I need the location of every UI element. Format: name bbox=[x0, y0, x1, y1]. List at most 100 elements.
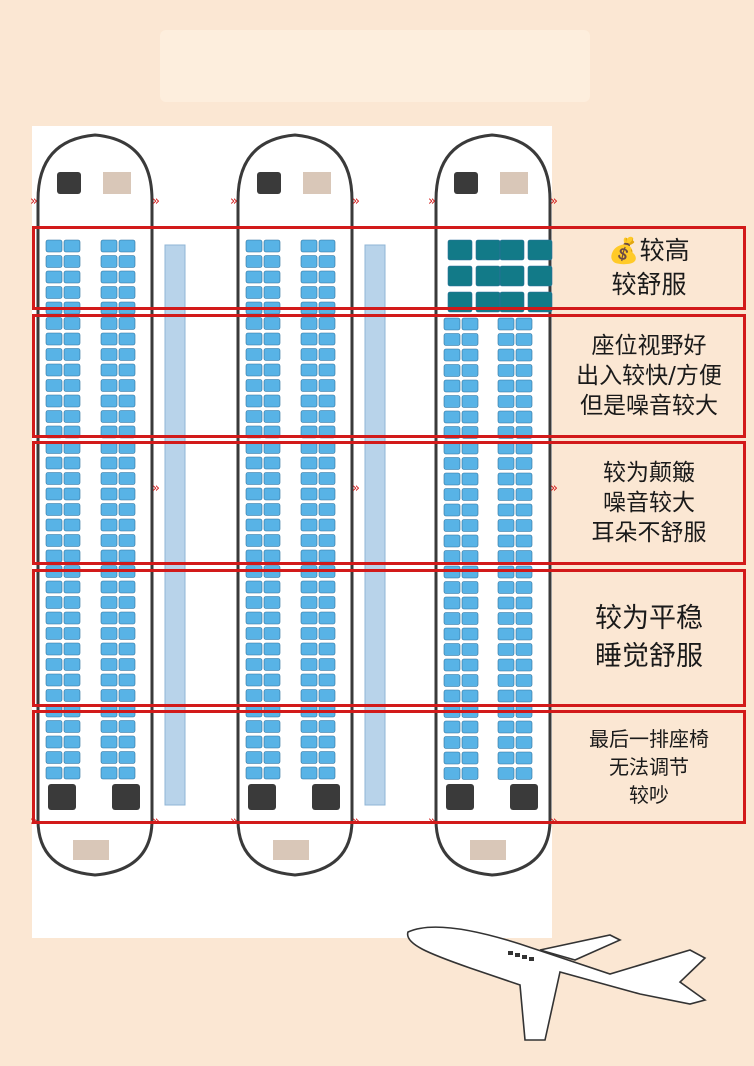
seat bbox=[63, 394, 81, 408]
seat bbox=[45, 658, 63, 671]
zone-box-4 bbox=[32, 569, 746, 707]
seat bbox=[118, 642, 136, 656]
seat bbox=[100, 673, 118, 687]
seat bbox=[300, 689, 318, 702]
seat bbox=[45, 379, 63, 392]
seat bbox=[300, 673, 318, 687]
seat bbox=[245, 611, 263, 625]
seat bbox=[118, 286, 136, 299]
seat bbox=[300, 503, 318, 516]
seat bbox=[63, 286, 81, 299]
seat bbox=[447, 239, 473, 261]
seat bbox=[100, 611, 118, 625]
seat bbox=[263, 518, 281, 532]
exit-marker-icon: » bbox=[352, 194, 360, 209]
seat bbox=[63, 766, 81, 780]
seat bbox=[497, 767, 515, 780]
seat bbox=[300, 239, 318, 253]
seat bbox=[515, 519, 533, 532]
zone-box-5 bbox=[32, 710, 746, 824]
seat bbox=[100, 720, 118, 733]
seat bbox=[515, 643, 533, 656]
seat bbox=[245, 379, 263, 392]
seat bbox=[63, 689, 81, 702]
seat bbox=[461, 364, 479, 377]
seat bbox=[118, 317, 136, 330]
seat bbox=[45, 627, 63, 640]
seat bbox=[45, 270, 63, 284]
seat bbox=[461, 658, 479, 672]
seat bbox=[497, 395, 515, 408]
seat bbox=[300, 394, 318, 408]
seat bbox=[245, 286, 263, 299]
seat bbox=[461, 612, 479, 625]
lavatory-icon bbox=[48, 784, 76, 810]
seat bbox=[443, 503, 461, 517]
seat bbox=[263, 642, 281, 656]
seat bbox=[318, 720, 336, 733]
seat bbox=[63, 472, 81, 485]
seat bbox=[461, 751, 479, 765]
seat bbox=[63, 642, 81, 656]
seat bbox=[118, 611, 136, 625]
seat bbox=[45, 255, 63, 268]
seat bbox=[497, 736, 515, 749]
seat bbox=[515, 627, 533, 641]
lavatory-icon bbox=[446, 784, 474, 810]
seat bbox=[263, 658, 281, 671]
seat bbox=[497, 379, 515, 393]
seat bbox=[515, 767, 533, 780]
seat bbox=[100, 627, 118, 640]
seat bbox=[318, 534, 336, 547]
seat bbox=[63, 673, 81, 687]
seat bbox=[497, 457, 515, 470]
seat bbox=[63, 332, 81, 346]
seat bbox=[63, 735, 81, 749]
seat bbox=[497, 472, 515, 486]
seat bbox=[515, 364, 533, 377]
seat bbox=[245, 348, 263, 361]
seat bbox=[263, 580, 281, 594]
seat bbox=[515, 736, 533, 749]
seat bbox=[497, 674, 515, 687]
seat bbox=[245, 394, 263, 408]
seat bbox=[245, 487, 263, 501]
seat bbox=[263, 751, 281, 764]
lavatory-icon bbox=[57, 172, 81, 194]
seat bbox=[300, 410, 318, 423]
seat bbox=[461, 674, 479, 687]
seat bbox=[300, 627, 318, 640]
zone-label-1: 💰较高 较舒服 bbox=[556, 229, 742, 307]
seat bbox=[45, 766, 63, 780]
seat bbox=[100, 363, 118, 377]
seat bbox=[461, 720, 479, 734]
seat bbox=[318, 751, 336, 764]
seat bbox=[100, 596, 118, 609]
seat bbox=[245, 658, 263, 671]
seat bbox=[515, 674, 533, 687]
seat bbox=[318, 596, 336, 609]
seat bbox=[497, 364, 515, 377]
seat bbox=[45, 456, 63, 470]
seat bbox=[263, 286, 281, 299]
seat bbox=[443, 674, 461, 687]
seat bbox=[63, 720, 81, 733]
seat bbox=[45, 673, 63, 687]
seat bbox=[263, 317, 281, 330]
seat bbox=[63, 456, 81, 470]
seat bbox=[100, 286, 118, 299]
galley-block bbox=[103, 172, 131, 194]
seat bbox=[245, 239, 263, 253]
seat bbox=[118, 255, 136, 268]
seat bbox=[443, 333, 461, 346]
seat bbox=[300, 286, 318, 299]
seat bbox=[461, 581, 479, 594]
seat bbox=[263, 673, 281, 687]
seat bbox=[300, 348, 318, 361]
seat bbox=[443, 519, 461, 532]
exit-marker-icon: » bbox=[352, 481, 360, 496]
title-area bbox=[160, 30, 590, 102]
seat bbox=[118, 239, 136, 253]
seat bbox=[45, 503, 63, 516]
seat bbox=[63, 503, 81, 516]
